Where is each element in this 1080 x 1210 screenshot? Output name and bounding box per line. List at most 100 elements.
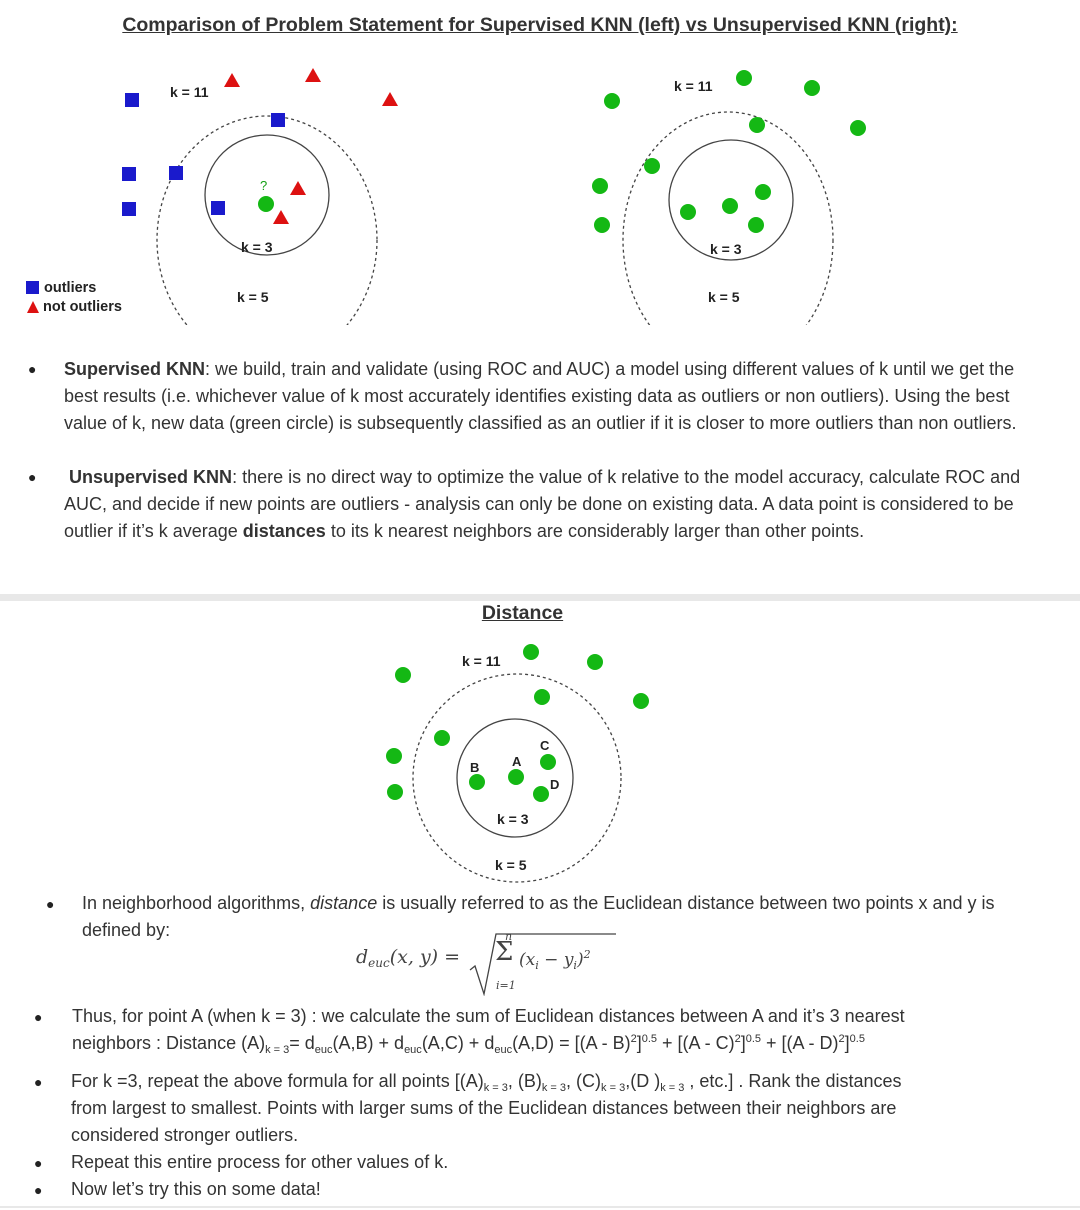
outlier-square <box>271 113 285 127</box>
not-outlier-triangle <box>273 210 289 224</box>
bullet-dot: ● <box>34 1182 43 1198</box>
distance-text-italic: distance <box>310 893 378 913</box>
new-data-point <box>258 196 274 212</box>
bullet-unsupervised-bold: Unsupervised KNN <box>69 467 233 487</box>
bullet-distance-definition: In neighborhood algorithms, distance is … <box>82 890 1022 944</box>
not-outlier-triangle <box>382 92 398 106</box>
outlier-square <box>169 166 183 180</box>
label-D: D <box>550 777 559 792</box>
bullet-supervised-bold: Supervised KNN <box>64 359 206 379</box>
formula-body: (xi − yi)2 <box>519 948 591 972</box>
bullet-dot: ● <box>28 469 37 485</box>
page-title: Comparison of Problem Statement for Supe… <box>122 14 958 36</box>
bullet-unsupervised: Unsupervised KNN: there is no direct way… <box>64 464 1024 545</box>
bottom-divider <box>0 1206 1080 1208</box>
bullet-point-a-line1: Thus, for point A (when k = 3) : we calc… <box>72 1006 905 1026</box>
not-outlier-legend-icon <box>27 301 39 313</box>
point-A <box>508 769 524 785</box>
outlier-square <box>125 93 139 107</box>
bullet-repeat-line1: For k =3, repeat the above formula for a… <box>71 1071 902 1094</box>
bullet-try-data: Now let’s try this on some data! <box>71 1179 321 1199</box>
k3-circle-left <box>204 134 330 256</box>
point-D <box>533 786 549 802</box>
bullet-point-a: Thus, for point A (when k = 3) : we calc… <box>72 1003 1032 1057</box>
data-point <box>523 644 539 660</box>
formula-lhs: deuc(x, y) = <box>356 946 461 970</box>
label-k3-distance: k = 3 <box>497 811 529 827</box>
data-point <box>387 784 403 800</box>
point-B <box>469 774 485 790</box>
bullet-dot: ● <box>34 1155 43 1171</box>
k11-circle-right <box>622 111 834 325</box>
sqrt-icon <box>469 933 616 996</box>
label-k3-right: k = 3 <box>710 241 742 257</box>
bullet-dot: ● <box>34 1074 43 1090</box>
k3-circle-right <box>668 139 794 261</box>
data-point <box>395 667 411 683</box>
data-point <box>755 184 771 200</box>
bullet-repeat-formula: For k =3, repeat the above formula for a… <box>71 1068 1031 1149</box>
label-B: B <box>470 760 479 775</box>
data-point <box>633 693 649 709</box>
bullet-repeat-line3: considered stronger outliers. <box>71 1125 299 1145</box>
k3-circle-distance <box>456 718 574 838</box>
data-point <box>434 730 450 746</box>
outlier-square <box>211 201 225 215</box>
sum-bottom: i=1 <box>496 979 516 992</box>
label-k5-right: k = 5 <box>708 289 740 305</box>
bullet-unsupervised-text2: to its k nearest neighbors are considera… <box>325 521 865 541</box>
data-point <box>748 217 764 233</box>
data-point <box>592 178 608 194</box>
not-outlier-triangle <box>305 68 321 82</box>
data-point <box>386 748 402 764</box>
bullet-dot: ● <box>28 361 37 377</box>
label-A: A <box>512 754 522 769</box>
data-point <box>850 120 866 136</box>
label-k11-distance: k = 11 <box>462 653 501 669</box>
data-point <box>587 654 603 670</box>
label-k11-left: k = 11 <box>170 84 209 100</box>
data-point <box>736 70 752 86</box>
bullet-unsupervised-bold2: distances <box>242 521 326 541</box>
label-C: C <box>540 738 550 753</box>
not-outlier-triangle <box>224 73 240 87</box>
bullet-supervised: Supervised KNN: we build, train and vali… <box>64 356 1024 437</box>
euclidean-formula: deuc(x, y) = n Σ i=1 (xi − yi)2 <box>356 928 636 998</box>
data-point <box>534 689 550 705</box>
data-point <box>722 198 738 214</box>
label-k5-left: k = 5 <box>237 289 269 305</box>
data-point <box>749 117 765 133</box>
data-point <box>604 93 620 109</box>
bullet-point-a-line2: neighbors : Distance (A)k = 3= deuc(A,B)… <box>72 1033 865 1056</box>
k11-circle-distance <box>412 673 622 883</box>
label-k3-left: k = 3 <box>241 239 273 255</box>
distance-text-post: is usually referred to as the Euclidean … <box>82 893 995 940</box>
legend: outliers not outliers <box>26 278 122 317</box>
distance-diagram: k = 11 k = 3 k = 5 C A B D <box>386 644 649 883</box>
sum-icon: Σ <box>495 937 514 967</box>
point-C <box>540 754 556 770</box>
data-point <box>594 217 610 233</box>
data-point <box>804 80 820 96</box>
label-k11-right: k = 11 <box>674 78 713 94</box>
bullet-dot: ● <box>46 896 55 912</box>
bullet-unsupervised-text: : there is no direct way to optimize the… <box>64 467 1021 541</box>
section-divider <box>0 594 1080 601</box>
bullet-dot: ● <box>34 1009 43 1025</box>
label-k5-distance: k = 5 <box>495 857 527 873</box>
outlier-square <box>122 202 136 216</box>
bullet-repeat-line2: from largest to smallest. Points with la… <box>71 1098 897 1118</box>
bullet-repeat-k: Repeat this entire process for other val… <box>71 1152 449 1172</box>
data-point <box>644 158 660 174</box>
question-mark: ? <box>260 178 267 193</box>
legend-not-outliers: not outliers <box>43 299 122 315</box>
distance-text-pre: In neighborhood algorithms, <box>82 893 311 913</box>
knn-comparison-diagram: k = 11 k = 3 k = 5 ? k = 11 k = 3 k = 5 <box>122 68 866 325</box>
distance-title: Distance <box>481 602 564 624</box>
data-point <box>680 204 696 220</box>
not-outlier-triangle <box>290 181 306 195</box>
bullet-supervised-text: : we build, train and validate (using RO… <box>64 359 1017 433</box>
outlier-square <box>122 167 136 181</box>
sum-top: n <box>505 930 513 943</box>
legend-outliers: outliers <box>44 279 97 296</box>
